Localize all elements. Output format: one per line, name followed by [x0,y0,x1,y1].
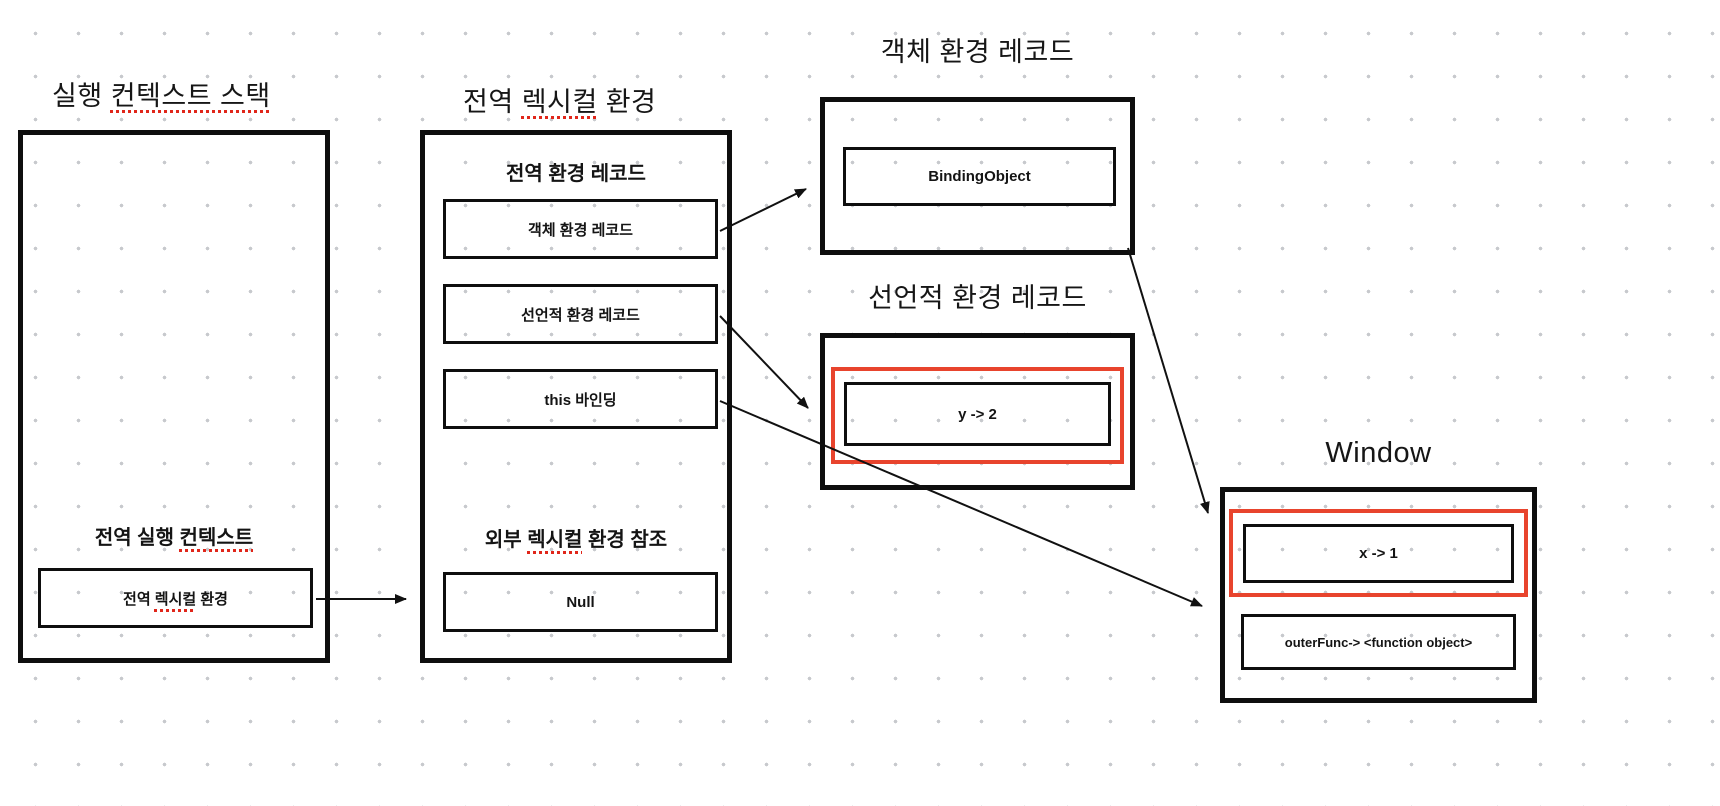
object-env-record-title: 객체 환경 레코드 [880,37,1075,67]
this-binding-label: this 바인딩 [544,391,617,409]
x-binding-box: x -> 1 [1243,524,1514,583]
arrow-binding-object-to-window [1127,247,1210,514]
window-container-box: x -> 1 outerFunc-> <function object> [1220,487,1537,703]
window-title: Window [1325,437,1432,469]
declarative-env-record-label: 선언적 환경 레코드 [521,306,640,324]
y-binding-highlight-box: y -> 2 [831,367,1124,464]
null-label: Null [566,593,595,611]
binding-object-box: BindingObject [843,147,1116,206]
x-binding-label: x -> 1 [1359,545,1398,562]
declarative-env-record-container-box: y -> 2 [820,333,1135,490]
this-binding-box: this 바인딩 [443,369,718,429]
y-binding-label: y -> 2 [958,405,997,423]
global-lexical-env-container-box: 전역 환경 레코드 객체 환경 레코드 선언적 환경 레코드 this 바인딩 … [420,130,732,663]
outer-func-box: outerFunc-> <function object> [1241,614,1516,670]
arrow-declarative-env-record [719,315,809,409]
null-box: Null [443,572,718,632]
object-env-record-box: 객체 환경 레코드 [443,199,718,259]
object-env-record-label: 객체 환경 레코드 [528,221,633,239]
x-binding-highlight-box: x -> 1 [1229,509,1528,597]
global-execution-context-heading: 전역 실행 컨텍스트 [94,527,254,549]
execution-context-stack-title: 실행 컨텍스트 스택 [52,81,271,111]
binding-object-label: BindingObject [928,168,1031,185]
outer-func-label: outerFunc-> <function object> [1284,634,1473,650]
global-lexical-env-box: 전역 렉시컬 환경 [38,568,313,628]
global-lexical-env-title: 전역 렉시컬 환경 [463,87,657,117]
global-lexical-env-label: 전역 렉시컬 환경 [123,590,228,608]
global-env-record-heading: 전역 환경 레코드 [506,163,646,185]
declarative-env-record-title: 선언적 환경 레코드 [868,283,1087,313]
arrow-object-env-record [719,188,807,232]
y-binding-box: y -> 2 [844,382,1111,446]
execution-context-stack-box: 전역 실행 컨텍스트 전역 렉시컬 환경 [18,130,330,663]
object-env-record-container-box: BindingObject [820,97,1135,255]
declarative-env-record-box: 선언적 환경 레코드 [443,284,718,344]
outer-lexical-env-ref-heading: 외부 렉시컬 환경 참조 [484,529,668,551]
